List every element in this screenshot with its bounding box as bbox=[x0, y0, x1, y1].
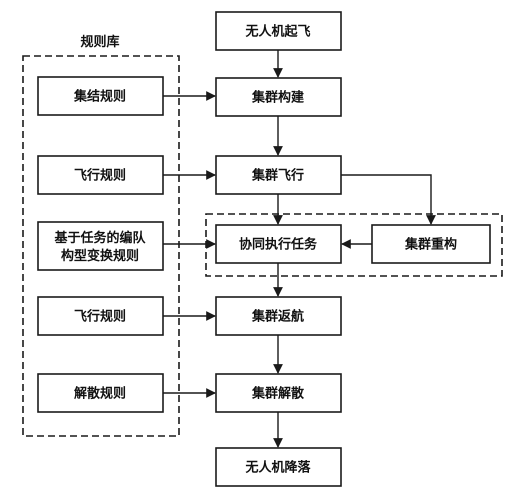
step-execute-task-label: 协同执行任务 bbox=[239, 237, 318, 253]
step-dissolve: 集群解散 bbox=[215, 373, 342, 413]
rule-task-formation-line2: 构型变换规则 bbox=[61, 248, 139, 264]
rule-task-formation: 基于任务的编队 构型变换规则 bbox=[37, 221, 164, 271]
rule-gathering: 集结规则 bbox=[37, 76, 164, 116]
step-landing-label: 无人机降落 bbox=[244, 460, 311, 476]
step-reconfigure-label: 集群重构 bbox=[404, 237, 457, 253]
step-reconfigure: 集群重构 bbox=[371, 224, 491, 264]
step-dissolve-label: 集群解散 bbox=[251, 386, 305, 402]
step-execute-task: 协同执行任务 bbox=[215, 224, 342, 264]
rule-flight-return-label: 飞行规则 bbox=[74, 309, 126, 325]
arrow-fly-to-reconfigure bbox=[341, 174, 436, 225]
rule-gathering-label: 集结规则 bbox=[73, 89, 126, 105]
step-takeoff-label: 无人机起飞 bbox=[244, 24, 310, 40]
step-build-label: 集群构建 bbox=[251, 90, 304, 106]
step-return-label: 集群返航 bbox=[251, 309, 304, 325]
step-return: 集群返航 bbox=[215, 296, 342, 336]
rule-task-formation-line1: 基于任务的编队 bbox=[53, 230, 146, 246]
rule-flight: 飞行规则 bbox=[37, 155, 164, 195]
step-landing: 无人机降落 bbox=[215, 447, 342, 487]
step-takeoff: 无人机起飞 bbox=[215, 11, 342, 51]
rule-flight-label: 飞行规则 bbox=[74, 168, 126, 184]
rules-library-title: 规则库 bbox=[80, 34, 119, 50]
task-execution-group bbox=[205, 213, 503, 277]
step-build: 集群构建 bbox=[215, 77, 342, 117]
rule-dissolve: 解散规则 bbox=[37, 373, 164, 413]
rule-flight-return: 飞行规则 bbox=[37, 296, 164, 336]
rules-library-group bbox=[22, 55, 180, 437]
step-fly: 集群飞行 bbox=[215, 155, 342, 195]
rule-dissolve-label: 解散规则 bbox=[73, 386, 126, 402]
step-fly-label: 集群飞行 bbox=[251, 168, 304, 184]
